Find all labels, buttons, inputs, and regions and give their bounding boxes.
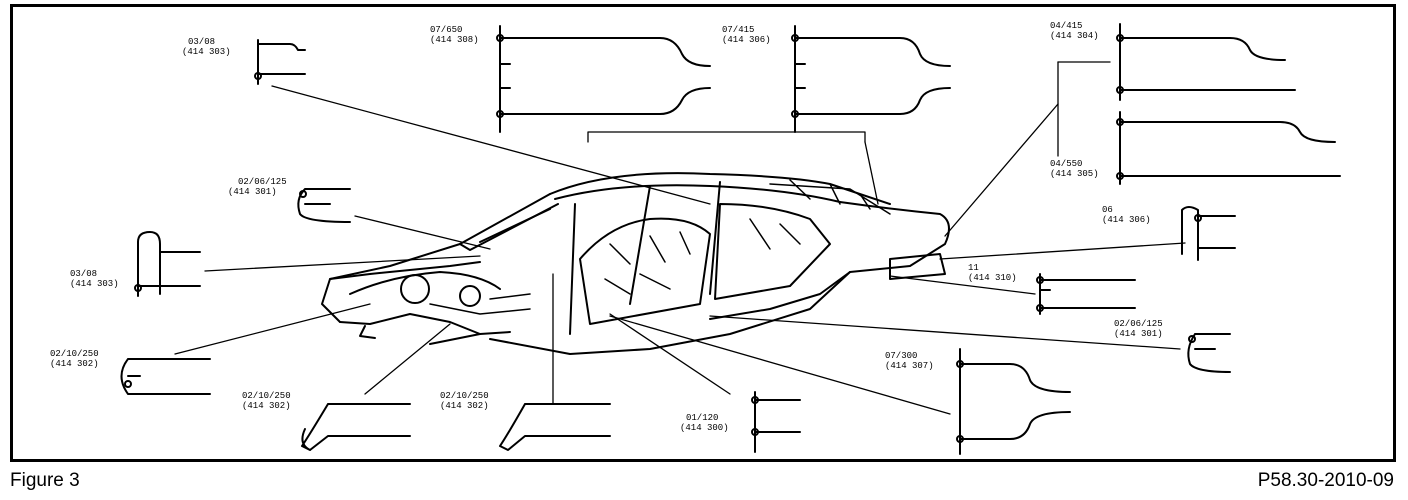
part-label-code: 03/08 (188, 37, 215, 47)
figure-frame (10, 4, 1396, 462)
part-label-ref: (414 302) (440, 401, 489, 411)
part-label-ref: (414 306) (722, 35, 771, 45)
leader-lines (174, 61, 1186, 415)
part-label-ref: (414 306) (1102, 215, 1151, 225)
vehicle-body-jig-diagram: 03/08 (414 303) 07/650 (414 308) 07/415 … (50, 21, 1341, 455)
part-label-ref: (414 301) (228, 187, 277, 197)
part-label-ref: (414 302) (50, 359, 99, 369)
part-label-code: 02/06/125 (238, 177, 287, 187)
part-label-code: 02/06/125 (1114, 319, 1163, 329)
part-label-code: 02/10/250 (242, 391, 291, 401)
part-label-ref: (414 303) (70, 279, 119, 289)
part-label-ref: (414 310) (968, 273, 1017, 283)
part-label-ref: (414 301) (1114, 329, 1163, 339)
part-label-ref: (414 307) (885, 361, 934, 371)
part-label-code: 02/10/250 (50, 349, 99, 359)
part-label-code: 03/08 (70, 269, 97, 279)
part-label-ref: (414 308) (430, 35, 479, 45)
part-label-ref: (414 303) (182, 47, 231, 57)
part-labels: 03/08 (414 303) 07/650 (414 308) 07/415 … (50, 21, 1163, 433)
part-label-code: 07/300 (885, 351, 917, 361)
part-label-code: 06 (1102, 205, 1113, 215)
document-reference: P58.30-2010-09 (1257, 470, 1394, 491)
figure-label: Figure 3 (10, 470, 80, 491)
part-label-ref: (414 305) (1050, 169, 1099, 179)
part-label-ref: (414 302) (242, 401, 291, 411)
part-label-code: 02/10/250 (440, 391, 489, 401)
part-label-code: 01/120 (686, 413, 718, 423)
part-label-code: 11 (968, 263, 979, 273)
jig-brackets (120, 23, 1341, 455)
part-label-ref: (414 304) (1050, 31, 1099, 41)
part-label-code: 07/415 (722, 25, 754, 35)
car-body-illustration (321, 172, 950, 355)
part-label-code: 04/550 (1050, 159, 1082, 169)
part-label-code: 07/650 (430, 25, 462, 35)
part-label-code: 04/415 (1050, 21, 1082, 31)
part-label-ref: (414 300) (680, 423, 729, 433)
